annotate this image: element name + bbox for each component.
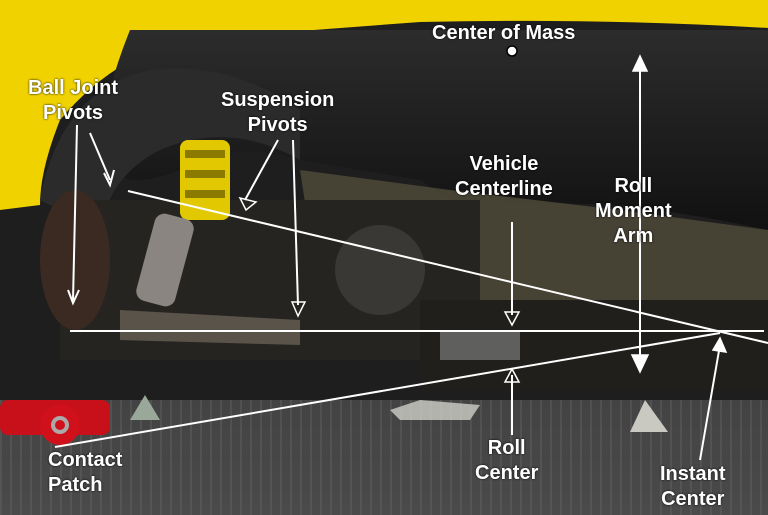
label-center-of-mass: Center of Mass bbox=[432, 22, 576, 44]
label-contact-patch: Contact Patch bbox=[48, 449, 123, 496]
label-roll-moment-arm: Roll Moment Arm bbox=[595, 175, 672, 247]
upper-arm-line bbox=[127, 190, 768, 344]
car-body bbox=[0, 0, 768, 210]
underbody-panel bbox=[103, 30, 768, 230]
label-ball-joint-pivots: Ball Joint Pivots bbox=[28, 77, 119, 124]
ball-joint-pointer bbox=[72, 124, 78, 301]
label-instant-center: Instant Center bbox=[660, 463, 726, 510]
label-roll-center: Roll Center bbox=[475, 437, 539, 484]
label-vehicle-centerline: Vehicle Centerline bbox=[455, 153, 553, 200]
center-of-mass-dot bbox=[506, 45, 518, 57]
annotation-lines bbox=[54, 65, 768, 461]
lower-line bbox=[54, 332, 721, 448]
label-suspension-pivots: Suspension Pivots bbox=[221, 89, 335, 136]
